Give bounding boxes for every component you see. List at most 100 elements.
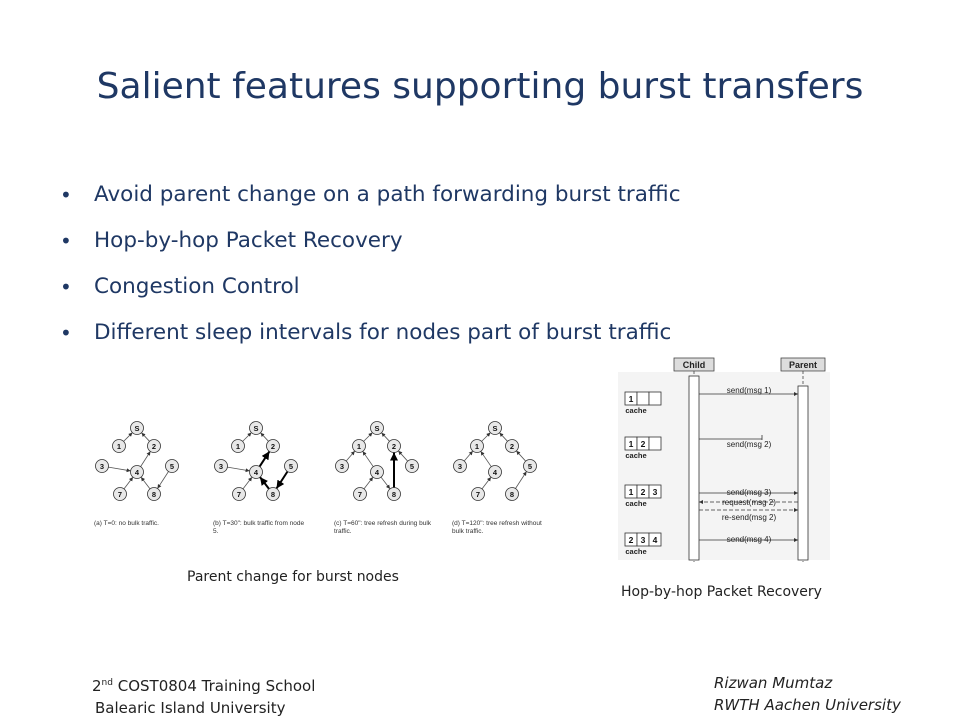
tree-edge — [481, 432, 491, 442]
tree-node-label: 8 — [510, 490, 514, 499]
tree-node-label: 8 — [392, 490, 396, 499]
tree-node-label: 2 — [392, 442, 396, 451]
tree-node-label: S — [492, 424, 497, 433]
tree-node — [266, 439, 280, 453]
parent-change-figure: S 1 2 3 4 5 7 8 (a) T=0: no bulk traffic. S 1 2 3 4 5 7… — [94, 421, 542, 535]
footer-right: Rizwan Mumtaz RWTH Aachen University — [714, 672, 901, 716]
cache-cell — [648, 484, 662, 499]
tree-node — [505, 439, 519, 453]
cache-cell-value: 2 — [629, 535, 634, 545]
tree-node — [387, 487, 401, 501]
cache-cell — [648, 532, 662, 547]
message-label: re-send(msg 2) — [722, 513, 777, 522]
tree-node — [505, 487, 519, 501]
bullet-text: Congestion Control — [94, 274, 300, 299]
bullet-icon: • — [60, 183, 72, 207]
bullet-text: Avoid parent change on a path forwarding… — [94, 182, 681, 207]
slide-title: Salient features supporting burst transf… — [96, 66, 864, 107]
message-label: send(msg 3) — [727, 488, 772, 497]
tree-edge — [275, 470, 289, 490]
tree-node — [453, 459, 467, 473]
tree-node-label: 2 — [152, 442, 156, 451]
bullet-icon: • — [60, 229, 72, 253]
tree-node-label: 5 — [528, 462, 532, 471]
tree-node — [147, 439, 161, 453]
tree-node-label: 1 — [236, 442, 240, 451]
cache-cell-value: 2 — [641, 487, 646, 497]
tree-node — [266, 487, 280, 501]
tree-node — [387, 439, 401, 453]
parent-header-label: Parent — [789, 360, 817, 370]
tree-edge — [140, 451, 151, 467]
footer-ordinal-suffix: nd — [101, 678, 113, 688]
cache-cell-value: 3 — [641, 535, 646, 545]
tree-edge — [242, 476, 253, 490]
tree-edge — [345, 450, 356, 462]
tree-node — [165, 459, 179, 473]
tree-edge — [381, 432, 390, 442]
cache-cell-value: 3 — [653, 487, 658, 497]
tree-edge — [140, 476, 151, 490]
tree-node-label: S — [253, 424, 258, 433]
message-label: send(msg 4) — [727, 535, 772, 544]
tree-panel-caption: bulk traffic. — [452, 528, 484, 535]
cache-label: cache — [625, 547, 646, 556]
tree-node — [249, 465, 263, 479]
tree-node — [352, 439, 366, 453]
child-header-label: Child — [683, 360, 706, 370]
tree-node-label: 4 — [254, 468, 259, 477]
tree-node — [523, 459, 537, 473]
tree-panel-caption: (a) T=0: no bulk traffic. — [94, 520, 159, 527]
tree-edge — [515, 471, 527, 489]
tree-node — [335, 459, 349, 473]
footer-author: Rizwan Mumtaz — [714, 674, 833, 692]
bullet-item: •Hop-by-hop Packet Recovery — [60, 218, 681, 264]
tree-edge — [108, 466, 131, 473]
bullet-text: Different sleep intervals for nodes part… — [94, 320, 672, 345]
tree-edge — [363, 476, 374, 490]
tree-edge — [398, 450, 408, 462]
tree-edge — [499, 432, 508, 442]
tree-edge — [258, 450, 271, 468]
tree-node-label: S — [134, 424, 139, 433]
tree-node-label: 1 — [475, 442, 479, 451]
footer-left: 2nd COST0804 Training School Balearic Is… — [92, 672, 315, 719]
tree-edge — [123, 432, 133, 442]
tree-node-label: 3 — [458, 462, 462, 471]
message-label: send(msg 1) — [727, 386, 772, 395]
bullet-item: •Congestion Control — [60, 264, 681, 310]
tree-panel-caption: (d) T=120": tree refresh without — [452, 520, 542, 527]
tree-edge — [227, 466, 250, 473]
tree-edge — [463, 450, 474, 462]
tree-node-label: 1 — [357, 442, 361, 451]
tree-node — [231, 439, 245, 453]
footer-event: 2nd COST0804 Training School — [92, 672, 315, 697]
footer-affiliation: RWTH Aachen University — [714, 696, 901, 714]
tree-edge — [123, 476, 134, 490]
tree-node-label: 5 — [170, 462, 174, 471]
tree-node — [130, 421, 144, 435]
cache-cell-value: 2 — [641, 439, 646, 449]
message-label: request(msg 2) — [722, 498, 776, 507]
footer-event-name: COST0804 Training School — [112, 677, 316, 695]
tree-edge — [380, 476, 391, 490]
cache-cell-value: 1 — [629, 439, 634, 449]
bullet-item: •Different sleep intervals for nodes par… — [60, 310, 681, 356]
cache-label: cache — [625, 451, 646, 460]
tree-node-label: 5 — [410, 462, 414, 471]
tree-edge — [362, 451, 374, 467]
tree-node-label: 2 — [510, 442, 514, 451]
tree-node-label: 7 — [476, 490, 480, 499]
tree-node-label: 3 — [219, 462, 223, 471]
tree-node-label: 7 — [118, 490, 122, 499]
tree-node-label: 4 — [375, 468, 380, 477]
tree-node — [353, 487, 367, 501]
tree-node — [249, 421, 263, 435]
tree-node — [284, 459, 298, 473]
bullet-list: • Avoid parent change on a path forwardin… — [60, 172, 681, 356]
